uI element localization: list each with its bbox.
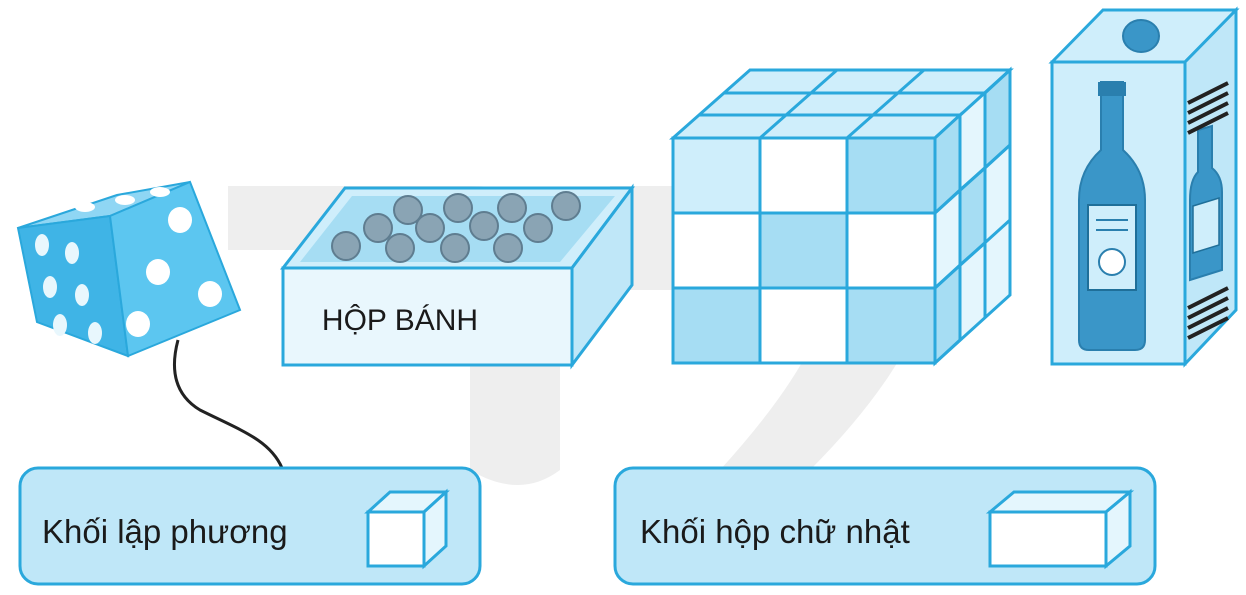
label-cube-text: Khối lập phương <box>42 513 288 550</box>
label-rectangular-prism-text: Khối hộp chữ nhật <box>640 513 910 550</box>
cake-box-illustration: HỘP BÁNH <box>279 183 635 370</box>
label-panel-cube: Khối lập phương <box>18 466 482 586</box>
rectangular-prism-icon <box>985 488 1135 570</box>
dice-connector-line <box>173 339 284 469</box>
bottle-box-illustration <box>1048 6 1240 368</box>
cake-box-label: HỘP BÁNH <box>322 303 478 337</box>
label-panel-rectangular-prism: Khối hộp chữ nhật <box>613 466 1157 586</box>
cube-icon <box>364 488 450 570</box>
dice-illustration <box>16 180 242 358</box>
grid-cube-lines <box>699 68 1012 340</box>
